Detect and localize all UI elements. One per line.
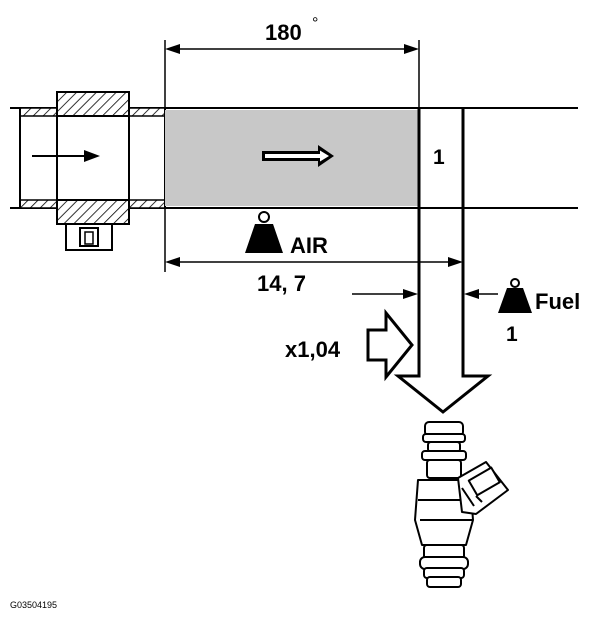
enrichment-arrow-icon [366,308,414,382]
figure-code: G03504195 [10,600,57,610]
fuel-label: Fuel [535,289,580,314]
angle-value: 180 [265,20,302,45]
air-weight-icon [245,211,283,253]
angle-dimension [164,40,420,108]
flow-arrow-icon [32,150,100,162]
fuel-injector-icon [414,421,509,588]
fuel-weight-icon [498,278,532,313]
air-ratio: 14, 7 [257,271,306,296]
air-ratio-dimension [164,208,463,272]
cylinder-chamber [417,108,465,376]
fuel-width-dimension [352,289,498,299]
fuel-ratio: 1 [506,323,518,346]
enrichment-factor: x1,04 [285,337,341,362]
sensor-connector [65,223,113,251]
angle-unit: ° [312,15,318,32]
chamber-number: 1 [433,146,445,169]
air-label: AIR [290,233,328,258]
charge-flow-arrow-icon [262,145,334,167]
down-arrow-icon [393,370,493,414]
